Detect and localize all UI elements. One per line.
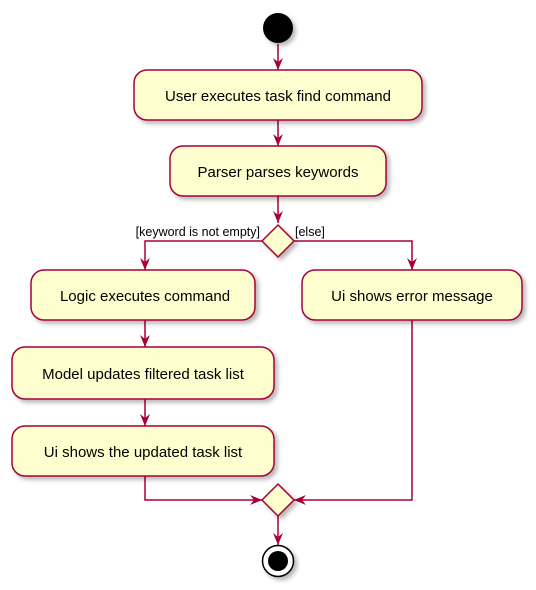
action-label: Model updates filtered task list [42, 366, 245, 383]
arrowhead [273, 58, 283, 70]
action-box [301, 269, 523, 321]
action-box [11, 425, 275, 477]
edge-decision-to-logic [144, 240, 262, 270]
action-find-command: User executes task find command [133, 69, 423, 121]
edges [144, 44, 413, 545]
start-node [263, 13, 293, 43]
action-box [11, 346, 275, 400]
action-ui-error: Ui shows error message [301, 269, 523, 321]
arrowhead [294, 495, 306, 505]
arrowhead [140, 335, 150, 347]
action-label: Parser parses keywords [198, 164, 359, 181]
action-parse-keywords: Parser parses keywords [169, 145, 387, 197]
arrowhead [273, 134, 283, 146]
arrowhead [407, 258, 417, 270]
decision-diamond [260, 223, 296, 259]
end-node [261, 544, 295, 578]
action-label: Ui shows error message [331, 288, 493, 305]
action-logic-executes: Logic executes command [30, 269, 256, 321]
merge-diamond [260, 482, 296, 518]
action-label: User executes task find command [165, 88, 391, 105]
arrowheads [140, 58, 417, 545]
arrowhead [140, 258, 150, 270]
end-node-dot [268, 551, 288, 571]
guard-not-empty: [keyword is not empty] [136, 225, 260, 239]
edge-ui-updated-to-merge [144, 476, 262, 501]
arrowhead [250, 495, 262, 505]
edge-error-to-merge [294, 320, 413, 501]
guard-else: [else] [295, 225, 325, 239]
edge-decision-to-error [294, 240, 413, 270]
arrowhead [273, 533, 283, 545]
arrowhead [273, 211, 283, 223]
action-label: Ui shows the updated task list [44, 444, 243, 461]
arrowhead [140, 414, 150, 426]
action-box [169, 145, 387, 197]
action-box [133, 69, 423, 121]
action-label: Logic executes command [60, 288, 230, 305]
action-ui-updated: Ui shows the updated task list [11, 425, 275, 477]
action-model-updates: Model updates filtered task list [11, 346, 275, 400]
action-box [30, 269, 256, 321]
